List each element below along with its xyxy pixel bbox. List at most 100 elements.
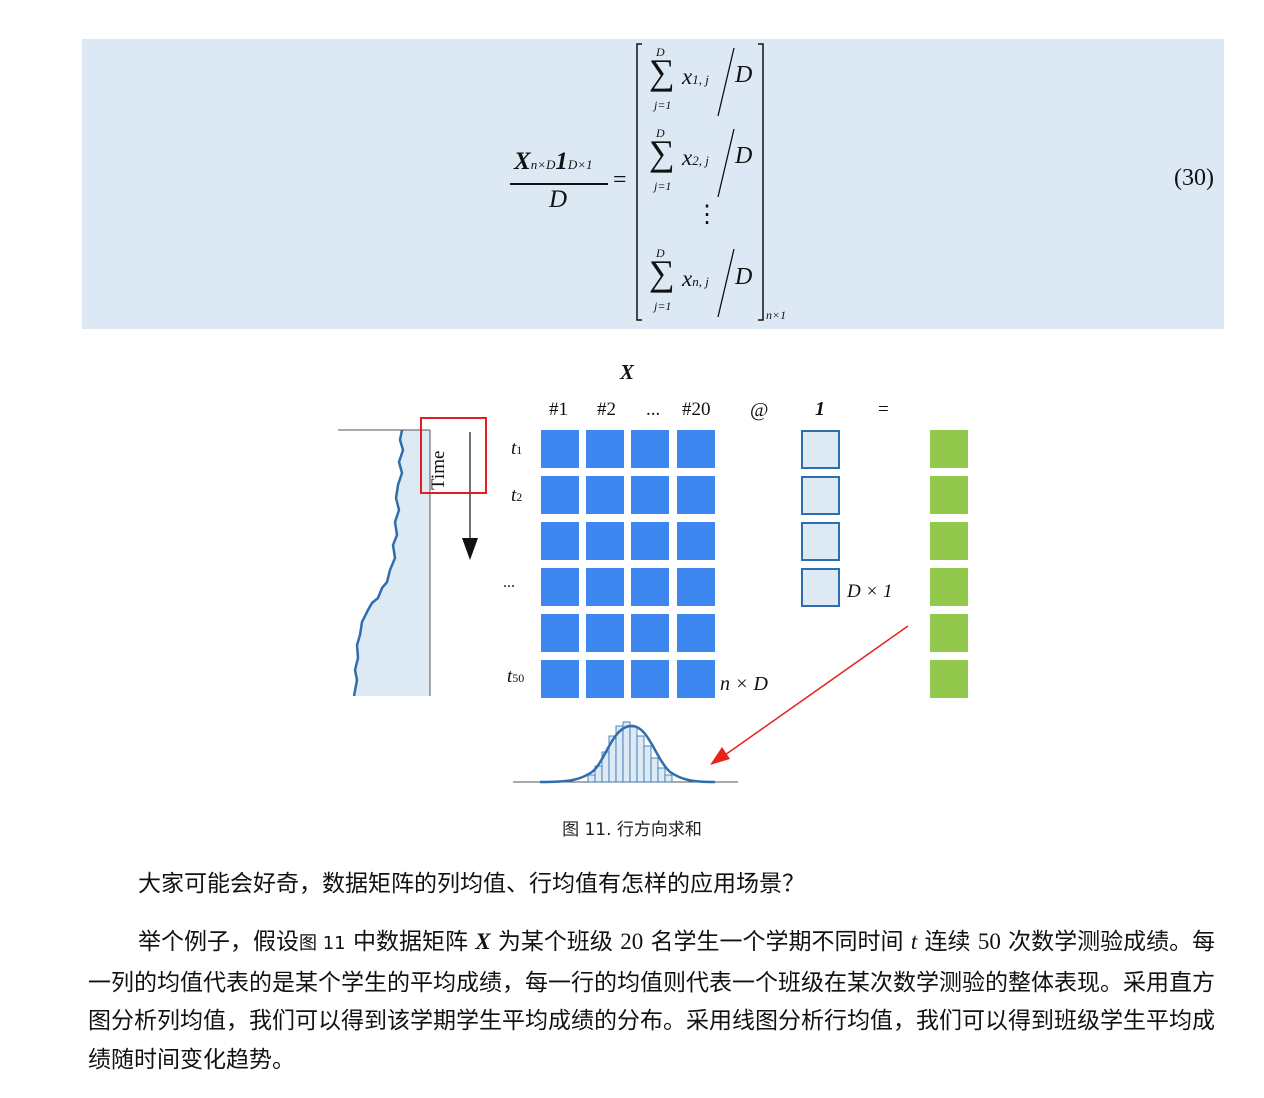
- row-label-t1-sub: 1: [516, 443, 523, 457]
- row-label-t50-sub: 50: [512, 671, 525, 685]
- matrix-cell: [541, 660, 579, 698]
- rown-sub: n, j: [692, 274, 709, 289]
- result-vector-cell: [930, 430, 968, 468]
- p2-var-t: t: [910, 929, 918, 954]
- p2-matrix-x: X: [475, 929, 491, 954]
- ones-vector-subscript: D×1: [567, 157, 593, 172]
- result-vector-cell: [930, 660, 968, 698]
- ones-vector-symbol: 1: [555, 148, 568, 175]
- figure-caption: 图 11. 行方向求和: [562, 820, 702, 840]
- histogram-bar: [636, 735, 645, 783]
- histogram-bar: [657, 767, 666, 783]
- matrix-subscript: n×1: [766, 308, 787, 322]
- result-vector-cell: [930, 614, 968, 652]
- figure-x-label: X: [620, 360, 635, 384]
- matrix-cell: [677, 522, 715, 560]
- matrix-cell: [631, 568, 669, 606]
- row-label-t2-t: t: [511, 485, 517, 506]
- matrix-cell: [541, 522, 579, 560]
- time-series-line: [352, 429, 405, 697]
- data-matrix-grid: [541, 430, 715, 698]
- histogram-bar: [622, 721, 631, 783]
- ones-vector: [801, 430, 840, 607]
- histogram-bar: [587, 774, 596, 783]
- sum-upper-n: D: [656, 246, 665, 260]
- sum-symbol-1: ∑: [649, 52, 675, 92]
- rown-divisor: D: [735, 264, 753, 290]
- histogram-bars: [587, 721, 673, 783]
- matrix-cell: [631, 660, 669, 698]
- histogram-bar: [650, 757, 659, 783]
- lhs-fraction-bar: [510, 183, 608, 185]
- column-header-1: #1: [549, 399, 568, 420]
- matrix-cell: [586, 568, 624, 606]
- ones-vector-label: 1: [815, 398, 825, 420]
- equation-block: [82, 39, 1224, 329]
- matrix-cell: [677, 476, 715, 514]
- p2-text-f: 次数学测验成绩。每一列的均值代表的是某个学生的平均成绩，每一行的均值则代表一个班…: [88, 929, 1216, 1073]
- row2-sub: 2, j: [692, 153, 709, 168]
- row-label-t2-sub: 2: [516, 490, 523, 504]
- ones-vector-cell: [801, 430, 840, 469]
- red-arrow-line: [724, 625, 909, 756]
- red-arrow-head: [710, 747, 730, 765]
- rown-term: xn, j: [682, 266, 709, 292]
- column-header-2: #2: [597, 399, 616, 420]
- column-header-ellipsis: ...: [646, 399, 661, 420]
- vertical-dots: ⋮: [695, 202, 719, 228]
- sum-symbol-2: ∑: [649, 133, 675, 173]
- p2-text-b: 中数据矩阵: [345, 929, 476, 955]
- matrix-cell: [677, 568, 715, 606]
- column-vector-brackets: [636, 43, 764, 321]
- paragraph-2: 举个例子，假设图 11 中数据矩阵 X 为某个班级 20 名学生一个学期不同时间…: [88, 923, 1218, 1079]
- matrix-cell: [541, 568, 579, 606]
- ones-vector-cell: [801, 476, 840, 515]
- matmul-operator: @: [750, 399, 769, 421]
- histogram-bar: [664, 774, 673, 783]
- equation-number: (30): [1174, 165, 1214, 191]
- ones-vector-cell: [801, 568, 840, 607]
- figure-equals: =: [878, 399, 889, 420]
- row1-var: x: [682, 64, 693, 89]
- lhs-numerator: Xn×D1D×1: [514, 148, 593, 176]
- matrix-cell: [586, 430, 624, 468]
- result-vector-cell: [930, 568, 968, 606]
- time-series-area: [354, 430, 430, 696]
- p2-number-50: 50: [977, 929, 1001, 954]
- sum-symbol-n: ∑: [649, 253, 675, 293]
- p2-text-a: 举个例子，假设: [138, 929, 299, 955]
- matrix-cell: [631, 522, 669, 560]
- p2-figure-ref[interactable]: 图 11: [299, 933, 346, 954]
- row-label-t50-t: t: [507, 666, 513, 687]
- matrix-dimension-label: n × D: [720, 673, 768, 695]
- matrix-cell: [677, 660, 715, 698]
- matrix-cell: [631, 476, 669, 514]
- figure-graphics: [338, 417, 968, 784]
- row1-divisor: D: [735, 62, 753, 88]
- result-vector-cell: [930, 476, 968, 514]
- matrix-cell: [631, 430, 669, 468]
- result-vector: [930, 430, 968, 698]
- row-label-ellipsis: ...: [503, 574, 515, 591]
- sum-lower-2: j=1: [654, 179, 672, 193]
- row1-sub: 1, j: [692, 72, 709, 87]
- matrix-cell: [541, 476, 579, 514]
- row-label-t1-t: t: [511, 438, 517, 459]
- matrix-cell: [677, 614, 715, 652]
- matrix-cell: [586, 660, 624, 698]
- sum-lower-1: j=1: [654, 98, 672, 112]
- equals-sign: =: [613, 167, 627, 193]
- paragraph-1-text: 大家可能会好奇，数据矩阵的列均值、行均值有怎样的应用场景？: [138, 871, 805, 897]
- column-header-20: #20: [682, 399, 711, 420]
- vector-dimension-label: D × 1: [847, 581, 893, 602]
- paragraph-1: 大家可能会好奇，数据矩阵的列均值、行均值有怎样的应用场景？: [88, 865, 1218, 904]
- matrix-cell: [586, 476, 624, 514]
- histogram-bar: [629, 726, 638, 783]
- sum-upper-1: D: [656, 45, 665, 59]
- matrix-cell: [541, 614, 579, 652]
- density-curve: [539, 724, 716, 784]
- p2-number-20: 20: [620, 929, 644, 954]
- matrix-cell: [677, 430, 715, 468]
- sum-lower-n: j=1: [654, 299, 672, 313]
- ones-vector-cell: [801, 522, 840, 561]
